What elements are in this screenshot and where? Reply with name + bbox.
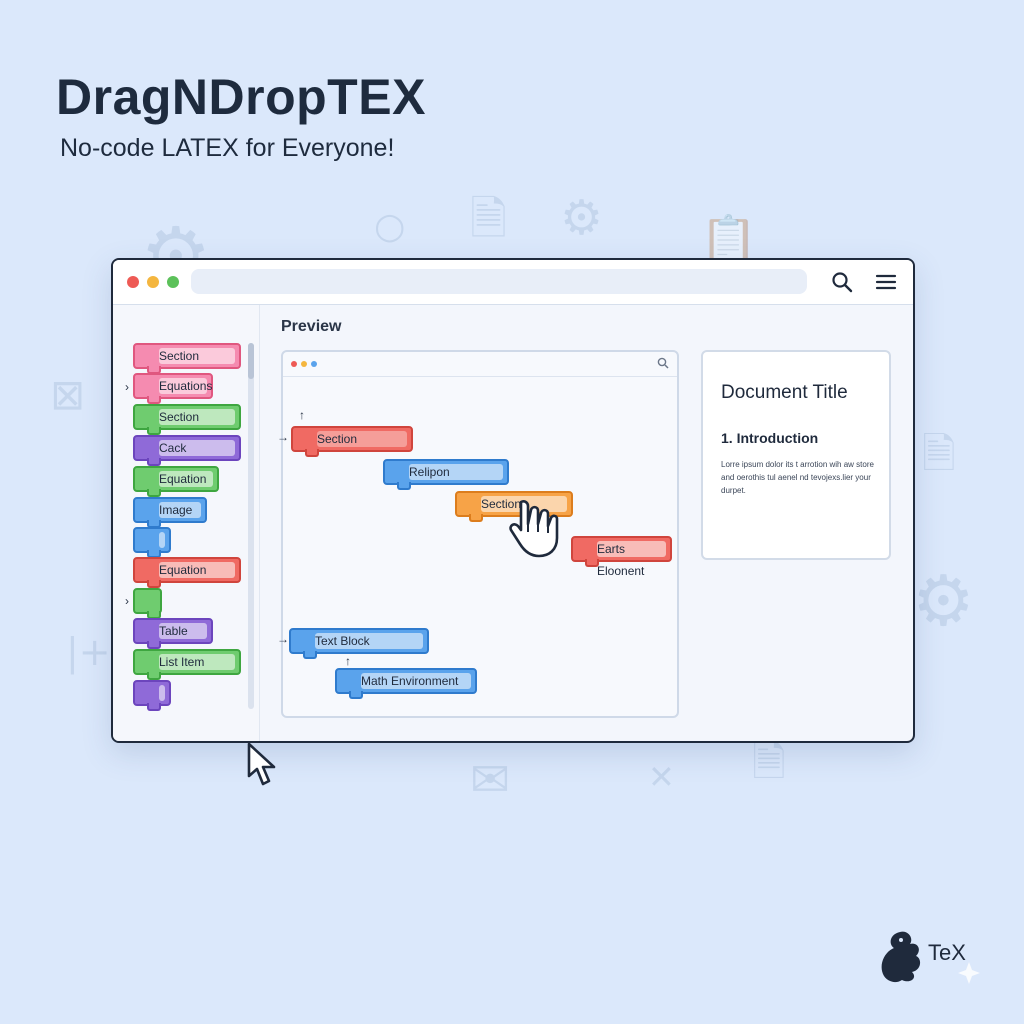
arrow-cursor-icon [247,742,276,786]
block-label: Equations [159,379,213,393]
canvas-search-icon[interactable] [657,357,669,369]
document-section-heading: 1. Introduction [721,430,819,446]
block-label: Section [317,432,358,446]
address-bar[interactable] [191,269,807,294]
minimize-window-dot[interactable] [147,276,159,288]
document-preview: Document Title 1. Introduction Lorre ips… [701,350,891,560]
close-window-dot[interactable] [127,276,139,288]
preview-block-relipon[interactable]: Relipon [383,459,509,490]
block-label: Section [159,349,200,363]
block-label: Equation [159,563,207,577]
sidebar-scrollbar[interactable] [248,343,254,709]
background-document-icon: 🗎 [752,737,786,786]
block-label: Cack [159,441,187,455]
background-mail-icon: ✉ [470,752,511,808]
connector-arrow-icon: → [277,632,289,646]
palette-block-blank-green[interactable] [133,588,162,619]
palette-block-blank-blue[interactable] [133,527,171,558]
palette-block-cack[interactable]: Cack [133,435,241,466]
connector-arrow-icon: ↑ [299,408,305,422]
palette-block-list-item[interactable]: List Item [133,649,241,680]
app-window: Section › Equations Section Cack Equatio… [111,258,915,743]
background-document-icon: 🗎 [470,191,507,245]
block-label: Section [159,410,200,424]
preview-block-math-environment[interactable]: Math Environment [335,668,477,699]
block-palette-sidebar: Section › Equations Section Cack Equatio… [113,305,260,741]
search-icon[interactable] [831,271,853,293]
block-label: Equation [159,472,207,486]
page-subtitle: No-code LATEX for Everyone! [60,134,395,162]
block-label: Table [159,624,188,638]
canvas-dot-blue [311,361,317,367]
brand-text: TeX [928,940,966,965]
palette-block-equation[interactable]: Equation [133,466,219,497]
block-label: Image [159,503,193,517]
palette-block-table[interactable]: Table [133,618,213,649]
document-body-text: Lorre ipsum dolor its t arrotion wih aw … [721,460,874,495]
background-document-icon: 🗎 [922,429,956,478]
document-title: Document Title [721,382,848,403]
background-close-icon: ✕ [648,758,675,796]
grab-hand-cursor-icon [509,500,559,558]
background-gear-icon: ⚙ [560,190,604,246]
page-title: DragNDropTEX [56,69,426,125]
connector-arrow-icon: → [277,430,289,444]
background-gear-icon: ⚙ [912,560,975,642]
connector-arrow-icon: ↑ [345,654,351,668]
background-clipboard-icon: 📋 [700,212,758,266]
canvas-dot-yellow [301,361,307,367]
preview-block-section[interactable]: Section [291,426,413,457]
expand-arrow-icon[interactable]: › [125,594,129,608]
block-label: Math Environment [361,674,459,688]
palette-block-equation-red[interactable]: Equation [133,557,241,588]
preview-heading: Preview [281,318,342,335]
preview-block-text-block[interactable]: Text Block [289,628,429,659]
dragon-logo-icon [881,931,980,984]
block-label: Relipon [409,465,450,479]
scrollbar-thumb[interactable] [248,343,254,379]
block-label: List Item [159,655,205,669]
canvas-top-bar [283,352,677,377]
background-circle-icon: ○ [374,206,406,247]
palette-block-blank-purple[interactable] [133,680,171,711]
background-math-icon: ⊠ [50,370,86,419]
palette-block-image[interactable]: Image [133,497,207,528]
expand-arrow-icon[interactable]: › [125,380,129,394]
menu-icon[interactable] [875,273,897,291]
block-label: Earts Eloonent [597,542,645,578]
preview-canvas[interactable] [281,350,679,718]
palette-block-section[interactable]: Section [133,343,241,374]
background-formula-icon: |+ [66,630,111,674]
browser-top-bar [113,260,913,305]
palette-block-equations[interactable]: Equations [133,373,213,404]
canvas-dot-red [291,361,297,367]
preview-block-earts-eloonent[interactable]: Earts Eloonent [571,536,672,578]
block-label: Text Block [315,634,370,648]
maximize-window-dot[interactable] [167,276,179,288]
block-label: Section [481,497,522,511]
palette-block-section-green[interactable]: Section [133,404,241,435]
